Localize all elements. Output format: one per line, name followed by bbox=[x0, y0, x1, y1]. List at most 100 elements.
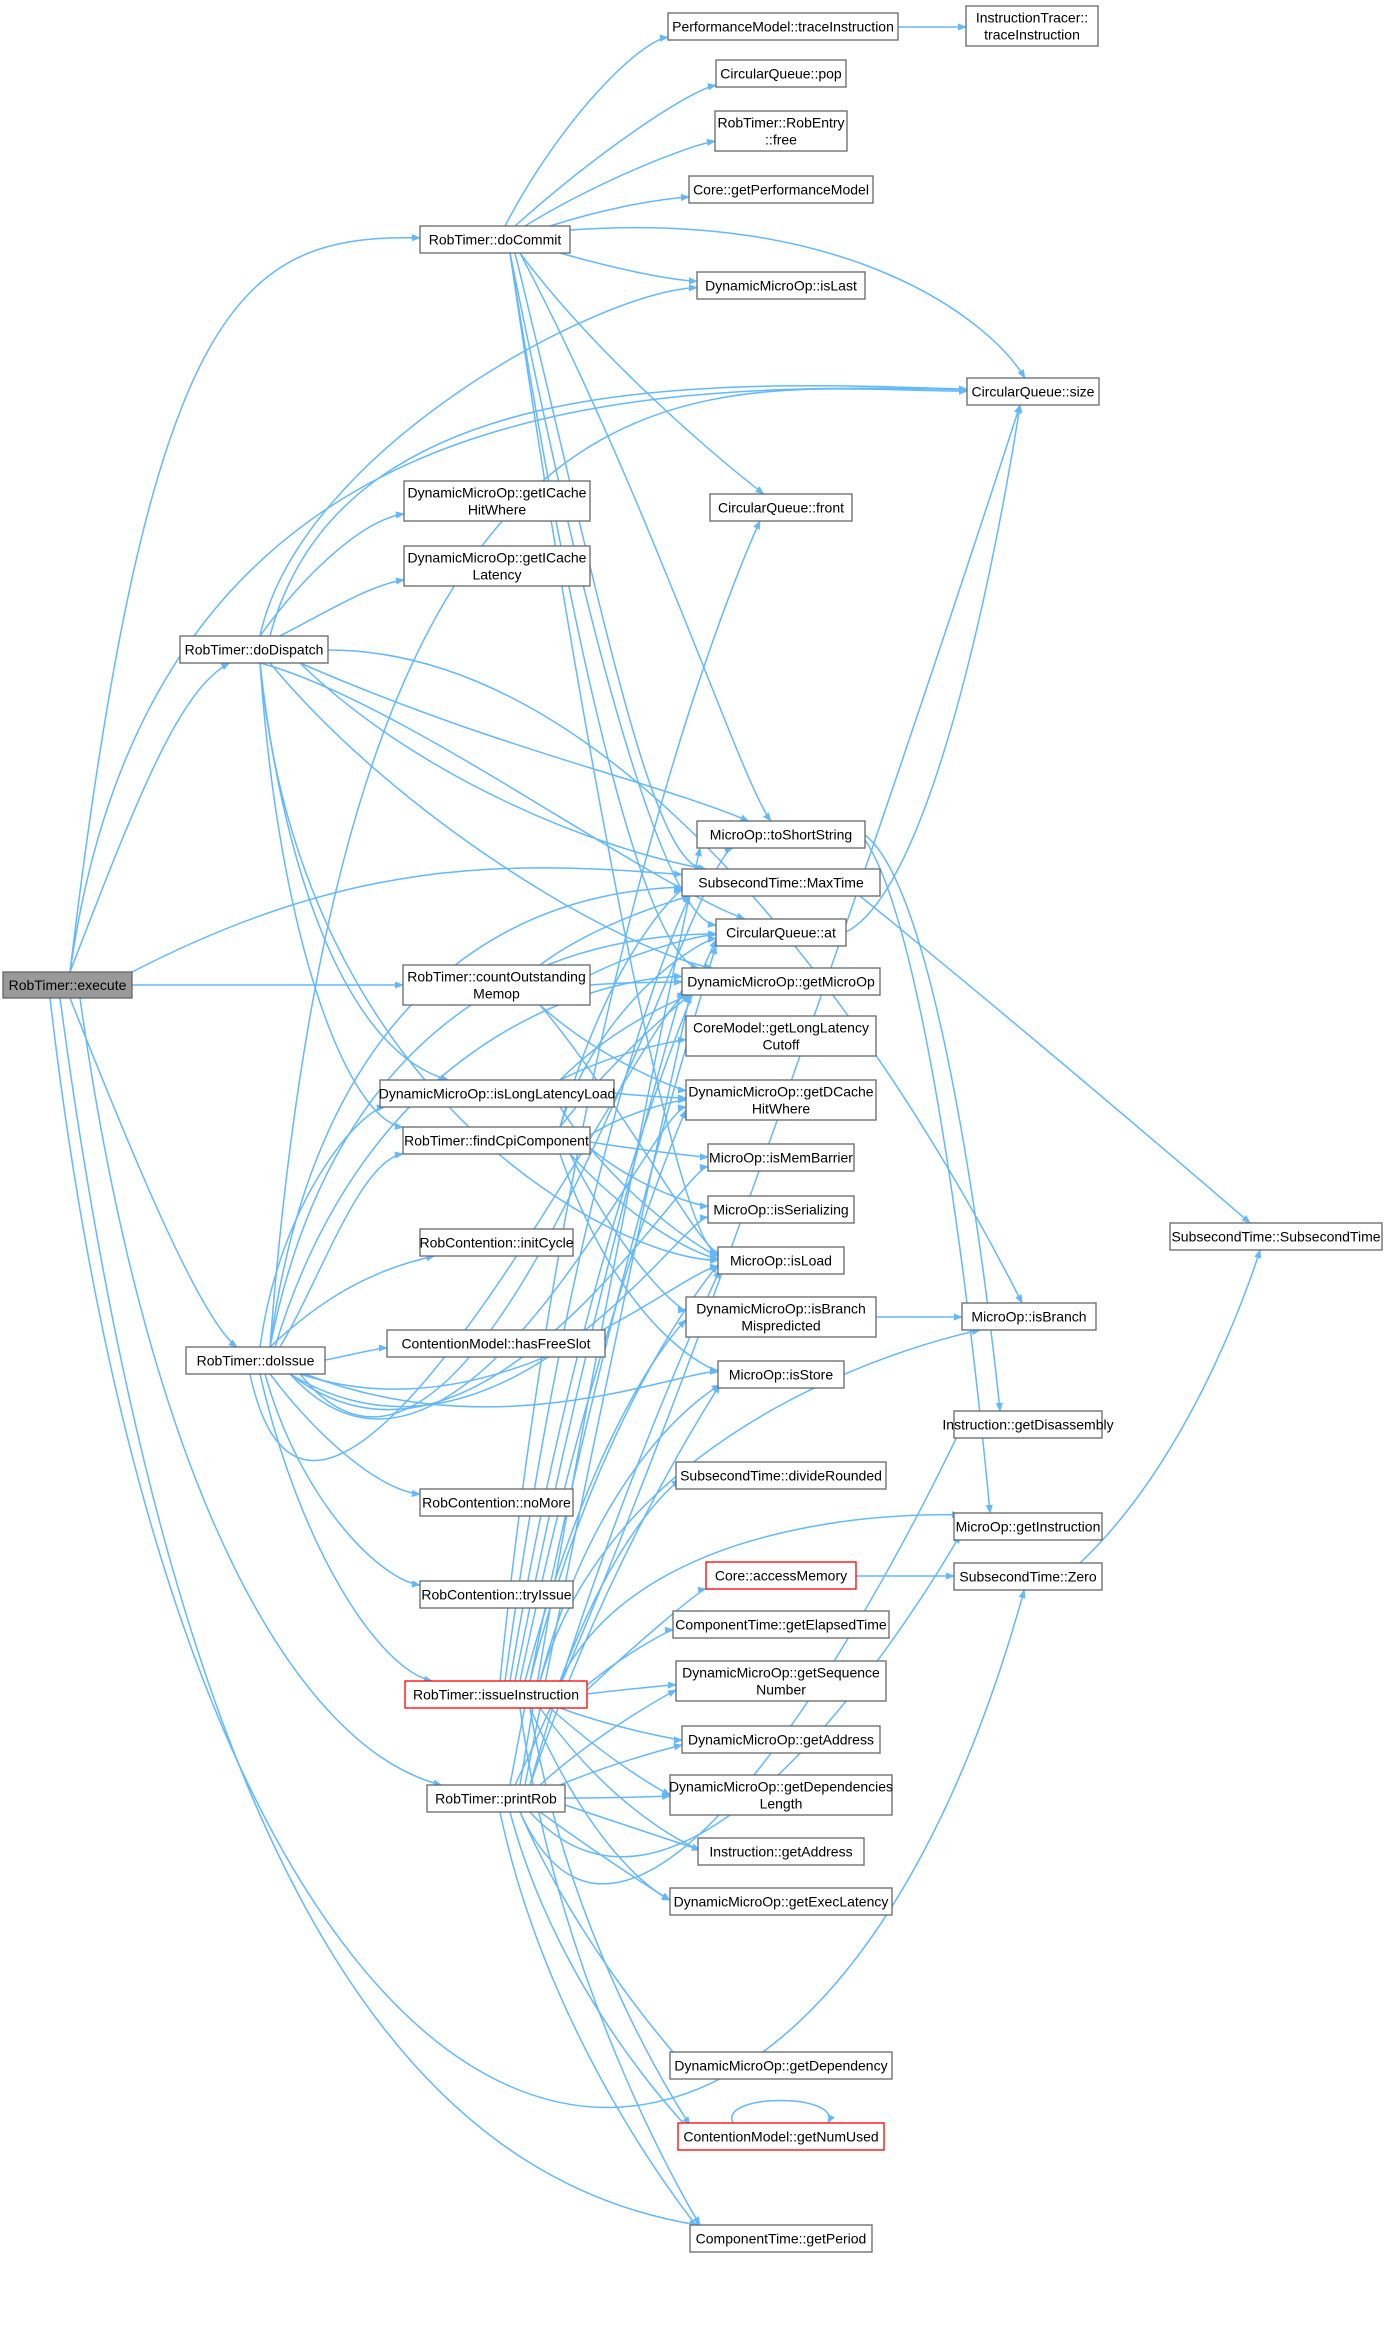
node-toShortString[interactable]: MicroOp::toShortString bbox=[696, 820, 866, 849]
edge-execute-to-zero bbox=[49, 997, 1026, 2109]
node-doCommit[interactable]: RobTimer::doCommit bbox=[419, 225, 571, 254]
node-traceInstructionIT[interactable]: InstructionTracer::traceInstruction bbox=[965, 5, 1099, 47]
node-initCycle[interactable]: RobContention::initCycle bbox=[419, 1228, 574, 1257]
node-box-isLast bbox=[696, 271, 866, 300]
edge-issueInstruction-to-accessMemory bbox=[586, 1586, 707, 1691]
node-execute[interactable]: RobTimer::execute bbox=[2, 971, 133, 999]
node-issueInstruction[interactable]: RobTimer::issueInstruction bbox=[404, 1680, 588, 1709]
node-pop[interactable]: CircularQueue::pop bbox=[715, 59, 847, 88]
node-box-cqFront bbox=[709, 493, 853, 522]
edge-issueInstruction-to-getDCacheHitWhere bbox=[519, 1109, 687, 1682]
node-doIssue[interactable]: RobTimer::doIssue bbox=[185, 1346, 326, 1375]
node-box-isMemBarrier bbox=[707, 1143, 855, 1172]
node-label-isLast: DynamicMicroOp::isLast bbox=[705, 278, 857, 294]
node-getInstruction[interactable]: MicroOp::getInstruction bbox=[953, 1512, 1103, 1541]
edge-doIssue-to-noMore bbox=[269, 1373, 421, 1497]
node-getMicroOp[interactable]: DynamicMicroOp::getMicroOp bbox=[681, 967, 881, 996]
node-isMemBarrier[interactable]: MicroOp::isMemBarrier bbox=[707, 1143, 855, 1172]
node-printRob[interactable]: RobTimer::printRob bbox=[426, 1784, 566, 1813]
node-isStore[interactable]: MicroOp::isStore bbox=[717, 1360, 845, 1389]
node-isSerializing[interactable]: MicroOp::isSerializing bbox=[707, 1195, 855, 1224]
node-label-traceInstructionPM: PerformanceModel::traceInstruction bbox=[672, 19, 894, 35]
edge-execute-to-doDispatch bbox=[69, 662, 231, 973]
node-subsecondTimeCtor[interactable]: SubsecondTime::SubsecondTime bbox=[1169, 1222, 1383, 1251]
edge-issueInstruction-to-maxTime bbox=[504, 895, 691, 1682]
node-isLongLatencyLoad[interactable]: DynamicMicroOp::isLongLatencyLoad bbox=[379, 1079, 616, 1108]
node-isLoad[interactable]: MicroOp::isLoad bbox=[717, 1246, 845, 1275]
edge-doIssue-to-getMicroOp bbox=[249, 992, 687, 1461]
edge-execute-to-printRob bbox=[79, 997, 443, 1787]
edge-doIssue-to-isLongLatencyLoad bbox=[259, 1104, 386, 1348]
node-box-doIssue bbox=[185, 1346, 326, 1375]
edge-doIssue-to-findCpiComponent bbox=[279, 1151, 404, 1348]
node-label-isMemBarrier: MicroOp::isMemBarrier bbox=[709, 1150, 853, 1166]
node-traceInstructionPM[interactable]: PerformanceModel::traceInstruction bbox=[667, 12, 899, 41]
node-label-robEntryFree: RobTimer::RobEntry bbox=[717, 115, 844, 131]
node-box-toShortString bbox=[696, 820, 866, 849]
edge-doCommit-to-traceInstructionPM bbox=[504, 34, 669, 227]
node-box-getExecLatency bbox=[669, 1887, 893, 1916]
node-hasFreeSlot[interactable]: ContentionModel::hasFreeSlot bbox=[386, 1329, 606, 1358]
node-tryIssue[interactable]: RobContention::tryIssue bbox=[419, 1580, 574, 1609]
node-noMore[interactable]: RobContention::noMore bbox=[419, 1488, 574, 1517]
edge-printRob-to-getNumUsed bbox=[509, 1811, 691, 2131]
edge-doDispatch-to-cqAt bbox=[259, 662, 746, 920]
node-findCpiComponent[interactable]: RobTimer::findCpiComponent bbox=[402, 1126, 591, 1155]
node-zero[interactable]: SubsecondTime::Zero bbox=[953, 1562, 1103, 1591]
edge-findCpiComponent-to-isMemBarrier bbox=[589, 1141, 709, 1161]
call-edges bbox=[49, 23, 1262, 2231]
edge-isLongLatencyLoad-to-getLongLatencyCutoff bbox=[559, 1036, 687, 1081]
node-cqFront[interactable]: CircularQueue::front bbox=[709, 493, 853, 522]
node-label-initCycle: RobContention::initCycle bbox=[419, 1235, 573, 1251]
node-cqSize[interactable]: CircularQueue::size bbox=[966, 377, 1100, 406]
node-maxTime[interactable]: SubsecondTime::MaxTime bbox=[681, 868, 881, 897]
edge-countOutstandingMemop-to-cqAt bbox=[589, 931, 717, 976]
node-label-isStore: MicroOp::isStore bbox=[729, 1367, 833, 1383]
edge-doIssue-to-isLoad bbox=[299, 1263, 719, 1390]
node-box-cqSize bbox=[966, 377, 1100, 406]
node-isBranch[interactable]: MicroOp::isBranch bbox=[961, 1302, 1097, 1331]
node-getDisassembly[interactable]: Instruction::getDisassembly bbox=[942, 1410, 1114, 1439]
node-box-getElapsedTime bbox=[672, 1610, 890, 1639]
node-label-getDependenciesLength: DynamicMicroOp::getDependencies bbox=[669, 1779, 893, 1795]
node-getExecLatency[interactable]: DynamicMicroOp::getExecLatency bbox=[669, 1887, 893, 1916]
node-getPeriod[interactable]: ComponentTime::getPeriod bbox=[689, 2224, 873, 2253]
node-box-pop bbox=[715, 59, 847, 88]
edge-toShortString-to-getDisassembly bbox=[864, 834, 1003, 1412]
node-label-isLongLatencyLoad: DynamicMicroOp::isLongLatencyLoad bbox=[379, 1086, 616, 1102]
node-box-getMicroOp bbox=[681, 967, 881, 996]
node-divideRounded[interactable]: SubsecondTime::divideRounded bbox=[675, 1461, 887, 1490]
node-doDispatch[interactable]: RobTimer::doDispatch bbox=[179, 635, 329, 664]
node-robEntryFree[interactable]: RobTimer::RobEntry::free bbox=[714, 110, 848, 152]
node-label-robEntryFree: ::free bbox=[765, 132, 797, 148]
node-label-divideRounded: SubsecondTime::divideRounded bbox=[680, 1468, 882, 1484]
edge-doCommit-to-maxTime bbox=[514, 252, 704, 872]
node-getElapsedTime[interactable]: ComponentTime::getElapsedTime bbox=[672, 1610, 890, 1639]
node-label-getDisassembly: Instruction::getDisassembly bbox=[942, 1417, 1113, 1433]
node-instrGetAddress[interactable]: Instruction::getAddress bbox=[697, 1837, 865, 1866]
node-getNumUsed[interactable]: ContentionModel::getNumUsed bbox=[677, 2122, 885, 2151]
node-label-accessMemory: Core::accessMemory bbox=[715, 1568, 847, 1584]
edge-printRob-to-isLoad bbox=[529, 1269, 721, 1786]
node-getDependency[interactable]: DynamicMicroOp::getDependency bbox=[669, 2051, 893, 2080]
node-label-getDependenciesLength: Length bbox=[760, 1796, 803, 1812]
node-isLast[interactable]: DynamicMicroOp::isLast bbox=[696, 271, 866, 300]
node-cqAt[interactable]: CircularQueue::at bbox=[715, 918, 847, 947]
node-accessMemory[interactable]: Core::accessMemory bbox=[705, 1561, 857, 1590]
node-box-getDependency bbox=[669, 2051, 893, 2080]
node-label-getPerformanceModel: Core::getPerformanceModel bbox=[693, 182, 869, 198]
edge-doCommit-to-cqAt bbox=[509, 252, 717, 928]
node-getAddressDMO[interactable]: DynamicMicroOp::getAddress bbox=[681, 1725, 881, 1754]
node-getPerformanceModel[interactable]: Core::getPerformanceModel bbox=[688, 175, 874, 204]
node-box-getDCacheHitWhere bbox=[685, 1079, 877, 1121]
node-label-hasFreeSlot: ContentionModel::hasFreeSlot bbox=[401, 1336, 590, 1352]
